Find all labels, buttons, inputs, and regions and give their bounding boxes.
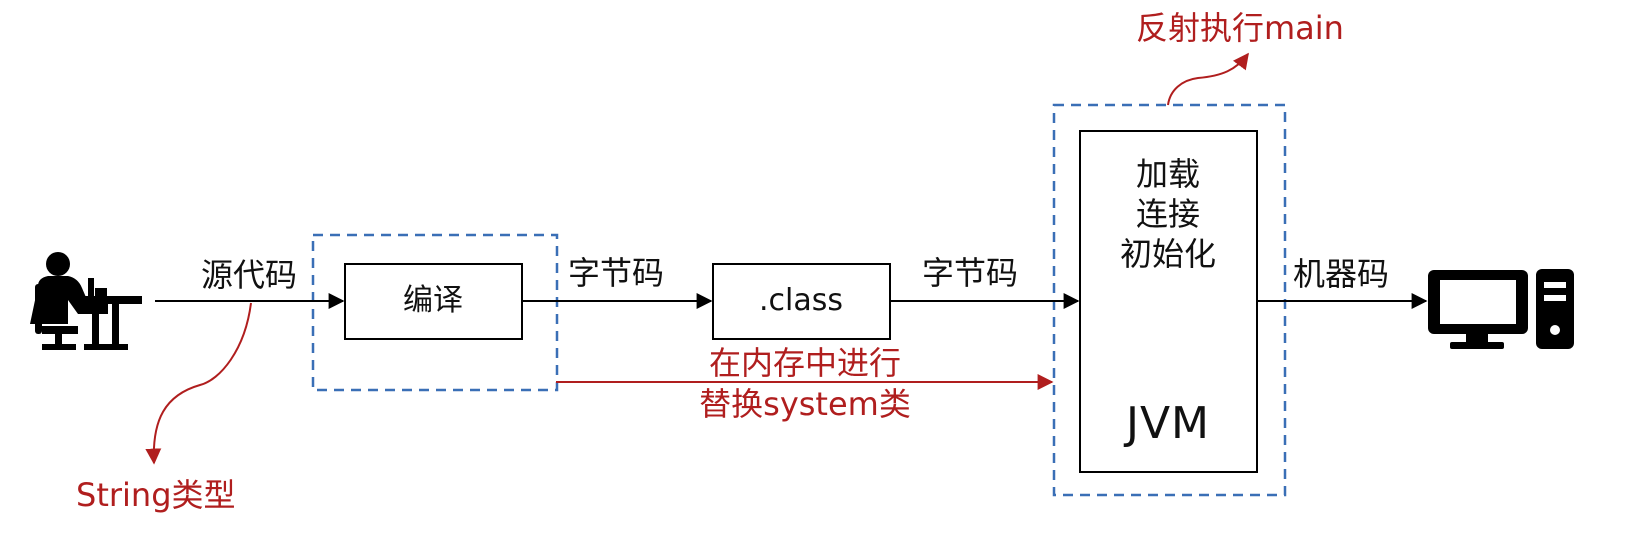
jvm-name: JVM xyxy=(1125,398,1211,449)
compile-box xyxy=(344,263,523,340)
jvm-step-load: 加载 xyxy=(1135,155,1201,193)
edge-label-bytecode-1: 字节码 xyxy=(567,254,665,292)
compile-box-label: 编译 xyxy=(403,283,463,318)
arrow-string-type xyxy=(145,302,252,465)
developer-at-desk-icon xyxy=(30,252,142,350)
edge-label-source-code: 源代码 xyxy=(200,256,298,294)
jvm-step-link: 连接 xyxy=(1135,195,1201,233)
annotation-reflect-main: 反射执行main xyxy=(1136,9,1344,47)
compile-stage-dashed-box xyxy=(311,233,559,392)
annotation-memory-replace-line-2: 替换system类 xyxy=(699,385,911,423)
annotation-memory-replace-line-1: 在内存中进行 xyxy=(708,344,902,382)
class-file-label: .class xyxy=(758,283,844,318)
arrow-reflect-main xyxy=(1167,52,1249,106)
class-file-box xyxy=(712,263,891,340)
jvm-step-initialize: 初始化 xyxy=(1119,235,1217,273)
annotation-string-type: String类型 xyxy=(76,476,236,514)
desktop-computer-icon xyxy=(1428,269,1574,349)
edge-label-machine-code: 机器码 xyxy=(1292,255,1390,293)
edge-label-bytecode-2: 字节码 xyxy=(921,254,1019,292)
jvm-box xyxy=(1079,130,1258,473)
